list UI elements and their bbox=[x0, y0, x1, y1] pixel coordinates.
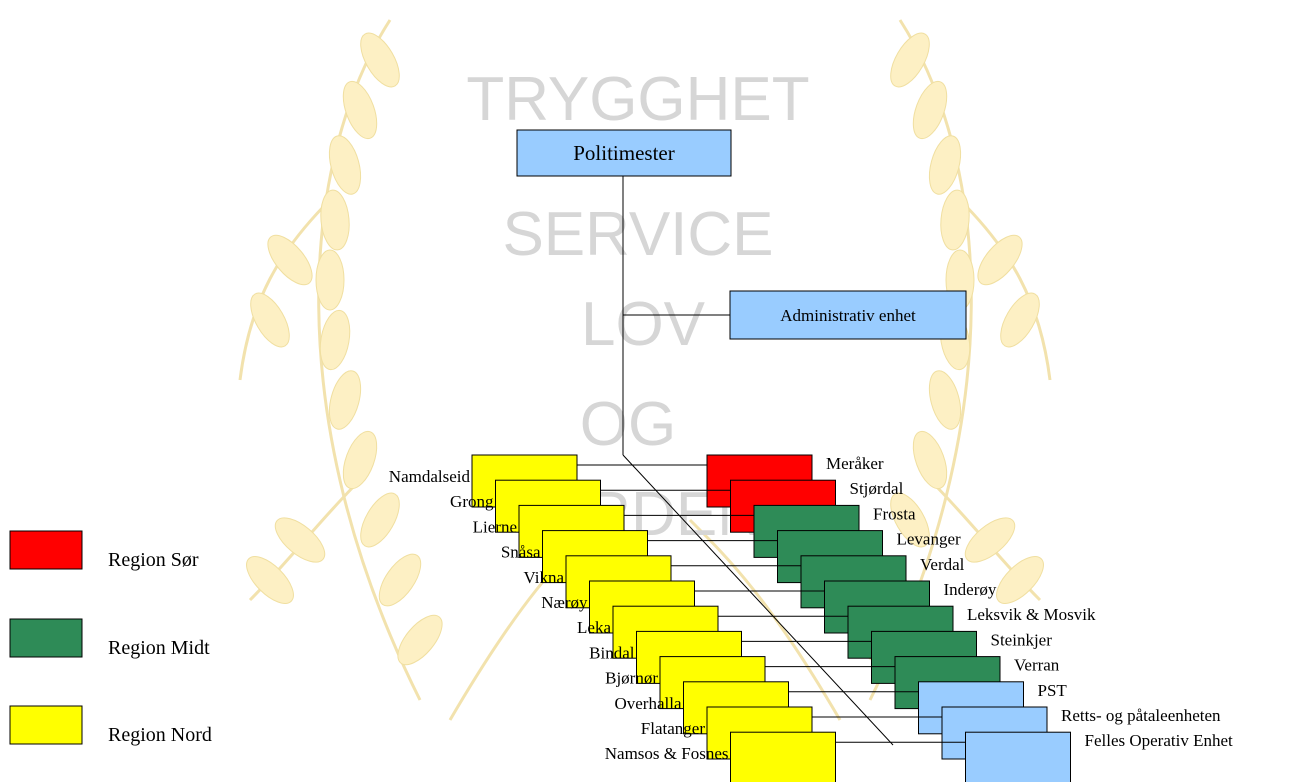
unit-label: Frosta bbox=[873, 504, 916, 523]
laurel-leaf bbox=[250, 292, 290, 348]
laurel-leaf bbox=[360, 32, 400, 88]
unit-label: PST bbox=[1038, 681, 1068, 700]
unit-label: Meråker bbox=[826, 454, 884, 473]
laurel-leaf bbox=[940, 189, 970, 251]
left-unit: Namsos & Fosnes bbox=[605, 731, 891, 782]
laurel-leaf bbox=[378, 553, 422, 607]
unit-label: Verdal bbox=[920, 555, 965, 574]
laurel-leaf bbox=[342, 80, 378, 140]
legend-swatch-sor bbox=[9, 530, 83, 570]
laurel-leaf bbox=[360, 492, 400, 548]
unit-label: Levanger bbox=[897, 530, 962, 549]
unit-label: Overhalla bbox=[614, 694, 681, 713]
legend-swatch-midt bbox=[9, 618, 83, 658]
unit-label: Leksvik & Mosvik bbox=[967, 605, 1096, 624]
diagonal-connector bbox=[622, 454, 894, 746]
laurel-leaf bbox=[890, 32, 930, 88]
legend-swatch-nord bbox=[9, 705, 83, 745]
unit-label: Namsos & Fosnes bbox=[605, 744, 729, 763]
connector-lines bbox=[622, 175, 894, 746]
laurel-leaf bbox=[320, 189, 350, 251]
unit-label: Vikna bbox=[523, 568, 564, 587]
unit-label: Steinkjer bbox=[991, 630, 1053, 649]
politimester-rect bbox=[516, 129, 732, 177]
laurel-leaf bbox=[397, 614, 443, 666]
legend-label-midt: Region Midt bbox=[108, 637, 210, 659]
unit-label: Verran bbox=[1014, 656, 1060, 675]
unit-label: Grong bbox=[450, 492, 494, 511]
legend-label-nord: Region Nord bbox=[108, 724, 212, 746]
laurel-leaf bbox=[912, 80, 948, 140]
laurel-leaf bbox=[928, 135, 962, 195]
unit-label: Inderøy bbox=[944, 580, 997, 599]
unit-label: Lierne bbox=[473, 517, 517, 536]
laurel-leaf bbox=[964, 517, 1016, 563]
laurel-leaf bbox=[996, 556, 1044, 604]
laurel-leaf bbox=[274, 517, 326, 563]
laurel-leaf bbox=[977, 234, 1023, 286]
laurel-leaf bbox=[246, 556, 294, 604]
legend-label-sor: Region Sør bbox=[108, 549, 199, 571]
right-units: MeråkerStjørdalFrostaLevangerVerdalInder… bbox=[632, 454, 1233, 782]
unit-label: Leka bbox=[577, 618, 611, 637]
watermark-word: OG bbox=[580, 390, 676, 459]
laurel-leaf bbox=[328, 370, 362, 430]
laurel-wreath-watermark bbox=[238, 19, 1052, 721]
admin-label: Administrativ enhet bbox=[780, 306, 916, 325]
laurel-leaf bbox=[1000, 292, 1040, 348]
watermark-text: TRYGGHET SERVICE LOV OG ORDEN bbox=[466, 65, 809, 549]
laurel-leaf bbox=[928, 370, 962, 430]
unit-label: Stjørdal bbox=[850, 479, 904, 498]
watermark-word: TRYGGHET bbox=[466, 65, 809, 134]
watermark-word: SERVICE bbox=[502, 200, 773, 269]
unit-box bbox=[965, 731, 1071, 782]
laurel-leaf bbox=[342, 430, 378, 490]
right-unit: Felles Operativ Enhet bbox=[890, 731, 1233, 782]
watermark-word: LOV bbox=[581, 290, 706, 359]
politimester-box: Politimester bbox=[516, 129, 732, 177]
laurel-leaf bbox=[319, 309, 351, 371]
legend: Region Sør Region Midt Region Nord bbox=[9, 530, 212, 746]
unit-label: Bindal bbox=[589, 643, 635, 662]
laurel-leaf bbox=[267, 234, 313, 286]
unit-label: Namdalseid bbox=[389, 467, 471, 486]
laurel-leaf bbox=[912, 430, 948, 490]
unit-box bbox=[730, 731, 836, 782]
left-units: NamdalseidGrongLierneSnåsaViknaNærøyLeka… bbox=[389, 454, 891, 782]
laurel-leaf bbox=[315, 249, 345, 311]
unit-label: Retts- og påtaleenheten bbox=[1061, 706, 1221, 725]
admin-box: Administrativ enhet bbox=[729, 290, 967, 340]
politimester-label: Politimester bbox=[573, 141, 675, 165]
laurel-leaf bbox=[890, 492, 930, 548]
admin-rect bbox=[729, 290, 967, 340]
unit-label: Flatanger bbox=[641, 719, 706, 738]
unit-label: Felles Operativ Enhet bbox=[1085, 731, 1234, 750]
unit-label: Nærøy bbox=[541, 593, 588, 612]
laurel-leaf bbox=[328, 135, 362, 195]
unit-label: Snåsa bbox=[501, 543, 541, 562]
unit-label: Bjørnør bbox=[605, 669, 658, 688]
